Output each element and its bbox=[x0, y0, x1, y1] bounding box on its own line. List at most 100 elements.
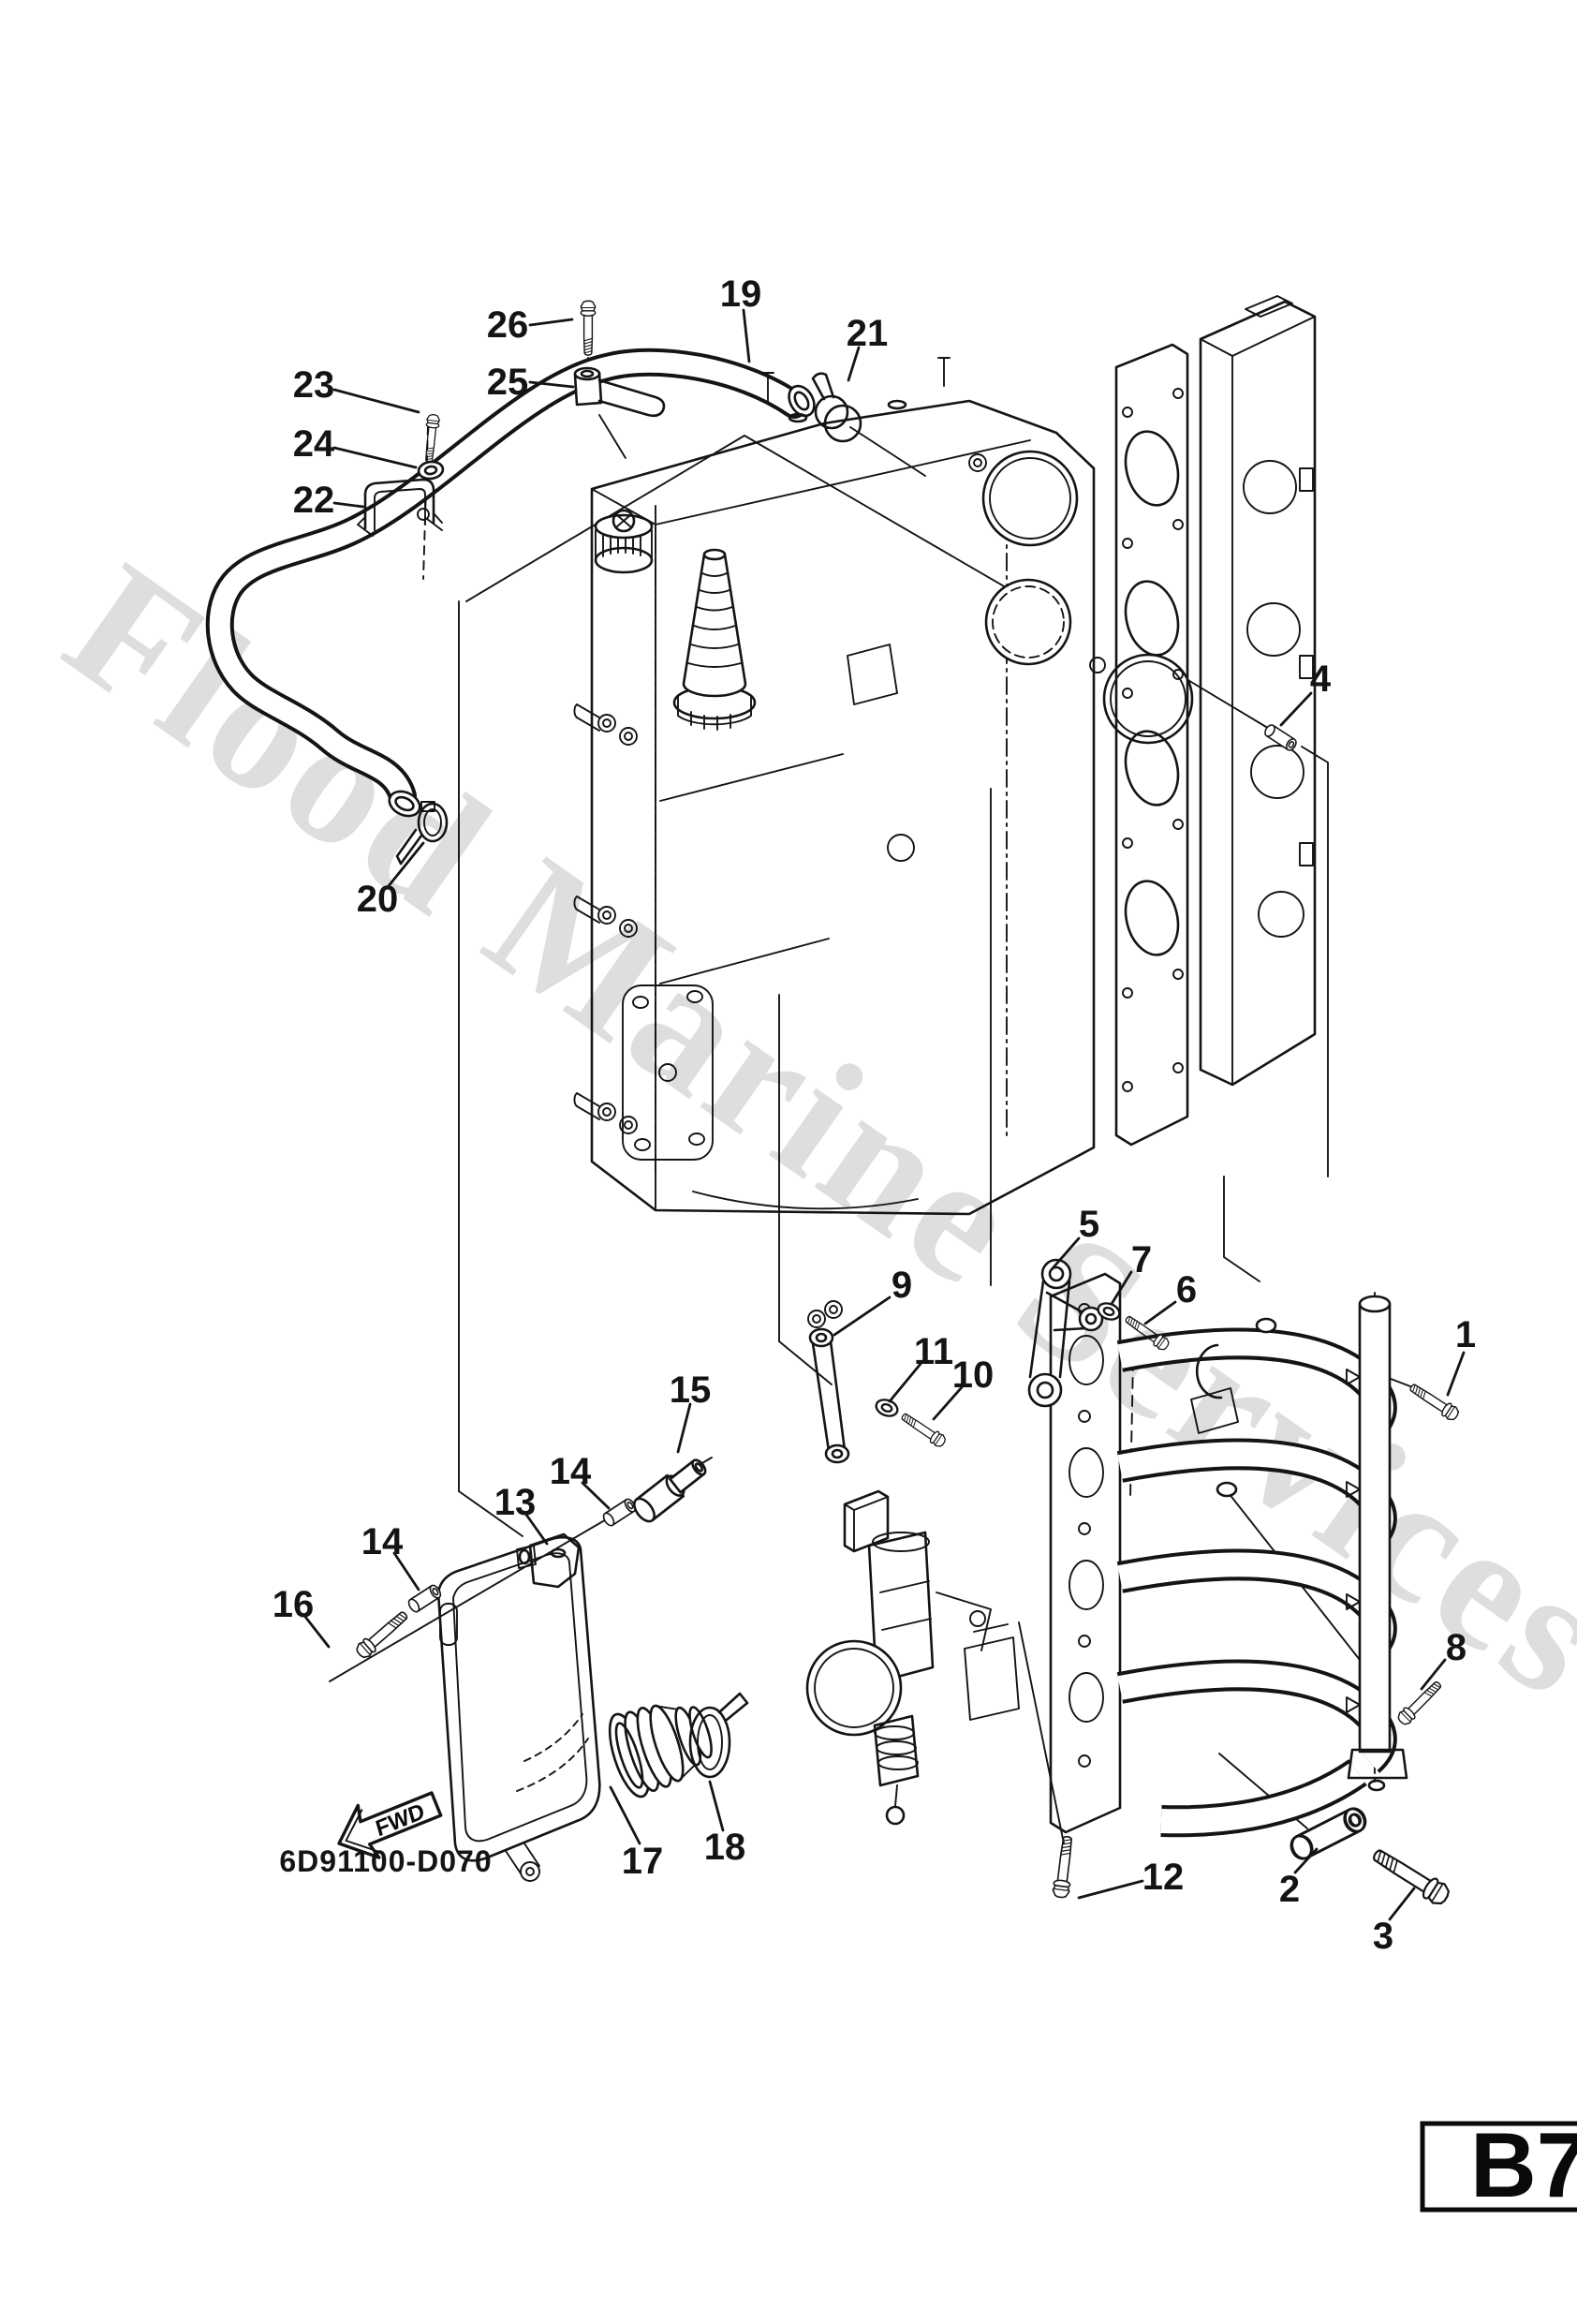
leader-line-26 bbox=[528, 318, 574, 327]
panel-manifold bbox=[1223, 1176, 1260, 1282]
fuel-rail bbox=[1346, 1295, 1408, 1792]
bracket-22 bbox=[357, 478, 443, 537]
crankshaft-stub bbox=[672, 548, 757, 731]
leader-line-11 bbox=[888, 1362, 922, 1403]
leader-line-2 bbox=[1293, 1847, 1319, 1874]
hole-line-8 bbox=[1228, 1492, 1381, 1687]
bolt-16 bbox=[353, 1606, 412, 1662]
callout-2: 2 bbox=[1279, 1869, 1300, 1910]
callout-10: 10 bbox=[952, 1354, 995, 1396]
callout-25: 25 bbox=[487, 362, 529, 403]
leader-line-13 bbox=[524, 1513, 549, 1546]
clamp21-line bbox=[849, 426, 926, 477]
throttle-body bbox=[805, 1489, 1020, 1826]
callout-19: 19 bbox=[720, 274, 762, 315]
leader-line-8 bbox=[1420, 1658, 1447, 1691]
callout-3: 3 bbox=[1373, 1916, 1393, 1957]
leader-line-16 bbox=[303, 1615, 331, 1649]
leader-line-9 bbox=[833, 1295, 892, 1337]
callout-23: 23 bbox=[293, 364, 335, 406]
bolt-23 bbox=[421, 413, 441, 464]
callout-26: 26 bbox=[487, 304, 529, 346]
leader-line-25 bbox=[528, 380, 575, 389]
leader-line-3 bbox=[1388, 1887, 1416, 1921]
hole-line-4 bbox=[1181, 675, 1267, 728]
part-stay-9 bbox=[807, 1300, 850, 1464]
leader-line-12 bbox=[1077, 1879, 1144, 1900]
hole-line-12 bbox=[1018, 1621, 1065, 1844]
callout-4: 4 bbox=[1310, 659, 1332, 700]
leader-line-23 bbox=[332, 388, 420, 414]
bolt-3 bbox=[1368, 1843, 1453, 1909]
callout-24: 24 bbox=[293, 423, 335, 465]
callout-18: 18 bbox=[704, 1827, 746, 1868]
drawing-code: 6D91100-D070 bbox=[279, 1844, 492, 1878]
cylinder-head-group bbox=[1114, 295, 1317, 1147]
clamp-21 bbox=[811, 372, 862, 443]
callout-16: 16 bbox=[273, 1584, 315, 1625]
clamp25-line bbox=[598, 414, 626, 459]
leader-line-10 bbox=[932, 1385, 964, 1421]
washer-11 bbox=[873, 1396, 901, 1420]
leader-line-22 bbox=[332, 501, 365, 509]
cylinder-block bbox=[573, 357, 1194, 1216]
leader-line-5 bbox=[1051, 1236, 1081, 1270]
intake-manifold bbox=[1049, 1272, 1408, 1838]
callout-21: 21 bbox=[847, 313, 889, 354]
gasket-bores bbox=[1122, 388, 1184, 1092]
callout-8: 8 bbox=[1446, 1627, 1466, 1668]
fuel-injector bbox=[873, 1714, 920, 1826]
leader-line-7 bbox=[1110, 1270, 1133, 1306]
bolt-12 bbox=[1051, 1834, 1077, 1900]
part-clamp-18 bbox=[688, 1692, 749, 1779]
callout-12: 12 bbox=[1142, 1857, 1185, 1898]
panel-mid-vert bbox=[778, 994, 833, 1385]
part-hose-19 bbox=[205, 348, 816, 818]
collar-14-lower bbox=[405, 1582, 444, 1615]
collar-14-upper bbox=[600, 1496, 639, 1529]
leader-line-6 bbox=[1143, 1300, 1177, 1325]
bolt-26 bbox=[580, 300, 597, 356]
bolt-8 bbox=[1394, 1678, 1445, 1728]
callout-17: 17 bbox=[622, 1841, 664, 1882]
block-side-bosses bbox=[573, 703, 638, 1134]
page-ref-label: B7 bbox=[1470, 2113, 1577, 2216]
panel-peak bbox=[465, 435, 1036, 605]
block-round-ports bbox=[968, 450, 1194, 745]
small-parts bbox=[353, 300, 1462, 1909]
bolt-10 bbox=[898, 1409, 949, 1450]
clamp-25 bbox=[573, 366, 666, 418]
leader-line-14 bbox=[392, 1551, 420, 1591]
pipe-15 bbox=[633, 1458, 707, 1523]
intake-silencer bbox=[436, 1536, 601, 1882]
callout-22: 22 bbox=[293, 480, 335, 521]
leader-line-15 bbox=[676, 1402, 692, 1454]
page-ref-box: B7 bbox=[1420, 2113, 1577, 2216]
part-bracket-5 bbox=[1027, 1258, 1104, 1408]
clamp-20 bbox=[395, 801, 449, 866]
panel-pin bbox=[1301, 746, 1329, 1177]
callout-5: 5 bbox=[1079, 1204, 1099, 1245]
panel-left-vert bbox=[458, 600, 523, 1537]
callout-14: 14 bbox=[550, 1451, 592, 1492]
callout-20: 20 bbox=[357, 879, 399, 920]
leader-line-17 bbox=[609, 1785, 641, 1845]
bracket-13 bbox=[516, 1532, 581, 1589]
callout-11: 11 bbox=[914, 1331, 953, 1372]
leader-line-21 bbox=[847, 346, 861, 382]
leader-line-24 bbox=[332, 446, 418, 469]
starter-gear bbox=[594, 509, 654, 574]
callout-14: 14 bbox=[361, 1521, 404, 1562]
callout-7: 7 bbox=[1131, 1239, 1152, 1280]
leader-line-19 bbox=[742, 308, 751, 363]
leader-line-20 bbox=[386, 841, 425, 889]
callout-9: 9 bbox=[892, 1265, 912, 1306]
part-duct-17 bbox=[608, 1704, 713, 1799]
leader-line-18 bbox=[708, 1780, 725, 1832]
callout-13: 13 bbox=[494, 1482, 537, 1523]
leader-line-4 bbox=[1279, 691, 1313, 727]
callout-1: 1 bbox=[1455, 1314, 1476, 1355]
